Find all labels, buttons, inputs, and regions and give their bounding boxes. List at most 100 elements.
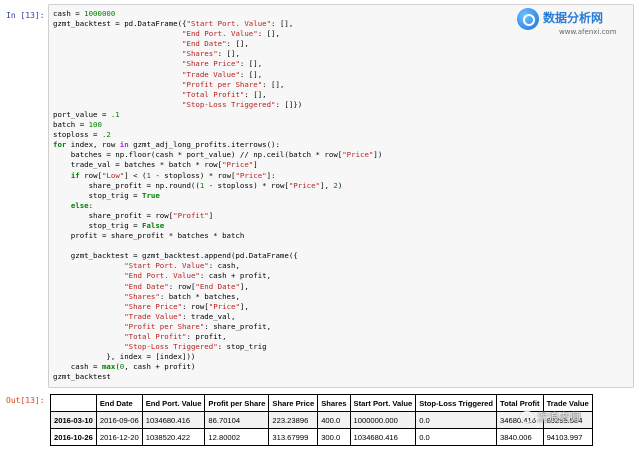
code-token: : [], (239, 59, 263, 69)
code-token (53, 282, 124, 291)
code-line: stop_trig = False (53, 221, 382, 231)
code-token (53, 80, 182, 89)
watermark: 沈浪老师 (520, 409, 581, 425)
code-token: : profit, (186, 332, 227, 341)
code-token: "Start Port. Value" (186, 19, 272, 29)
row-index: 2016-10-26 (50, 428, 97, 446)
table-cell: 313.67999 (268, 428, 319, 446)
code-token: "Profit" (173, 210, 209, 220)
code-token: "End Date" (124, 281, 169, 291)
table-cell: 400.0 (317, 411, 351, 429)
code-token (53, 302, 124, 311)
code-line: "Trade Value": [], (53, 70, 382, 80)
code-token (53, 100, 182, 109)
code-token: "Shares" (124, 291, 160, 301)
code-token (53, 261, 124, 270)
code-token: 100 (88, 120, 102, 130)
code-line: "Total Profit": profit, (53, 332, 382, 342)
code-line: batches = np.floor(cash * port_value) //… (53, 150, 383, 160)
code-token: gzmt_backtest = gzmt_backtest.append(pd.… (53, 251, 298, 261)
code-line: gzmt_backtest (53, 372, 382, 382)
code-token (53, 342, 124, 351)
code-token: ) (337, 180, 343, 190)
code-token: : row[ (168, 281, 196, 291)
code-token: "Stop-Loss Triggered" (182, 99, 276, 109)
table-cell: 0.0 (415, 428, 498, 446)
code-token: "End Date" (195, 281, 240, 291)
code-token: "Price" (235, 170, 267, 180)
column-header: Profit per Share (204, 394, 270, 412)
code-token: : [], (257, 29, 280, 39)
code-token: ] (208, 210, 214, 220)
code-token: : [], (244, 89, 267, 99)
code-token: - stoploss) * row[ (204, 180, 289, 190)
code-line: for index, row in gzmt_adj_long_profits.… (53, 140, 382, 150)
table-cell: 1000000.000 (349, 411, 417, 429)
column-header: End Port. Value (141, 394, 206, 412)
table-cell: 1034680.416 (349, 428, 417, 446)
code-token: 2 (333, 180, 338, 190)
code-token: share_profit = row[ (53, 210, 174, 220)
code-token: 1 (146, 170, 151, 180)
code-token: ], (320, 180, 334, 190)
code-token: row[ (79, 170, 102, 180)
code-token: .1 (110, 109, 120, 119)
code-token: batches = np.floor(cash * port_value) //… (53, 150, 343, 160)
code-line: cash = max(0, cash + profit) (53, 362, 382, 372)
code-token: index, row (66, 140, 120, 150)
code-token: ]: (266, 170, 276, 180)
code-line: stop_trig = True (53, 191, 382, 201)
code-token: if (70, 170, 80, 180)
code-token: .2 (101, 130, 111, 140)
site-logo: 数据分析网 www.afenxi.com (517, 6, 635, 46)
code-token: "End Date" (182, 39, 227, 49)
code-token: "Price" (222, 160, 254, 170)
code-line: "Profit per Share": [], (53, 80, 382, 90)
code-token: stop_trig = (53, 220, 142, 230)
code-line: else: (53, 201, 382, 211)
code-token (53, 332, 124, 341)
code-token: : batch * batches, (159, 291, 240, 301)
code-token: batch = (53, 120, 89, 130)
code-line: "Share Price": [], (53, 59, 382, 69)
code-token: : row[ (182, 301, 209, 311)
code-token: : [], (271, 19, 294, 29)
code-token: max (101, 362, 116, 372)
code-line: "Shares": batch * batches, (53, 292, 382, 302)
code-token: "Profit per Share" (182, 79, 263, 89)
code-token (53, 322, 124, 331)
code-token: , cash + profit) (124, 362, 196, 372)
code-line: trade_val = batches * batch * row["Price… (53, 160, 382, 170)
code-token: False (142, 220, 165, 230)
code-token: "Total Profit" (182, 89, 245, 99)
code-token (53, 39, 182, 48)
code-token: ], (239, 301, 249, 311)
code-token: 1 (199, 180, 205, 190)
code-token (53, 271, 124, 280)
code-token: for (53, 140, 67, 150)
code-token: : []}) (275, 99, 303, 109)
table-cell: 86.70104 (204, 411, 270, 429)
code-token: cash = (53, 9, 85, 18)
code-token: ]) (373, 150, 383, 160)
table-cell: 223.23896 (268, 411, 319, 429)
code-token: "Trade Value" (182, 69, 240, 79)
column-header: Trade Value (542, 394, 593, 412)
code-token: : [], (239, 69, 263, 79)
code-line: share_profit = row["Profit"] (53, 211, 382, 221)
code-token: }, index = [index])) (53, 352, 196, 362)
code-token: in (119, 140, 129, 150)
code-line: "Total Profit": [], (53, 90, 382, 100)
code-token: "Profit per Share" (124, 321, 205, 331)
table-cell: 94103.997 (542, 428, 593, 446)
output-prompt: Out[13]: (6, 396, 45, 405)
input-prompt: In [13]: (6, 11, 45, 20)
code-token: stop_trig = (53, 190, 142, 200)
